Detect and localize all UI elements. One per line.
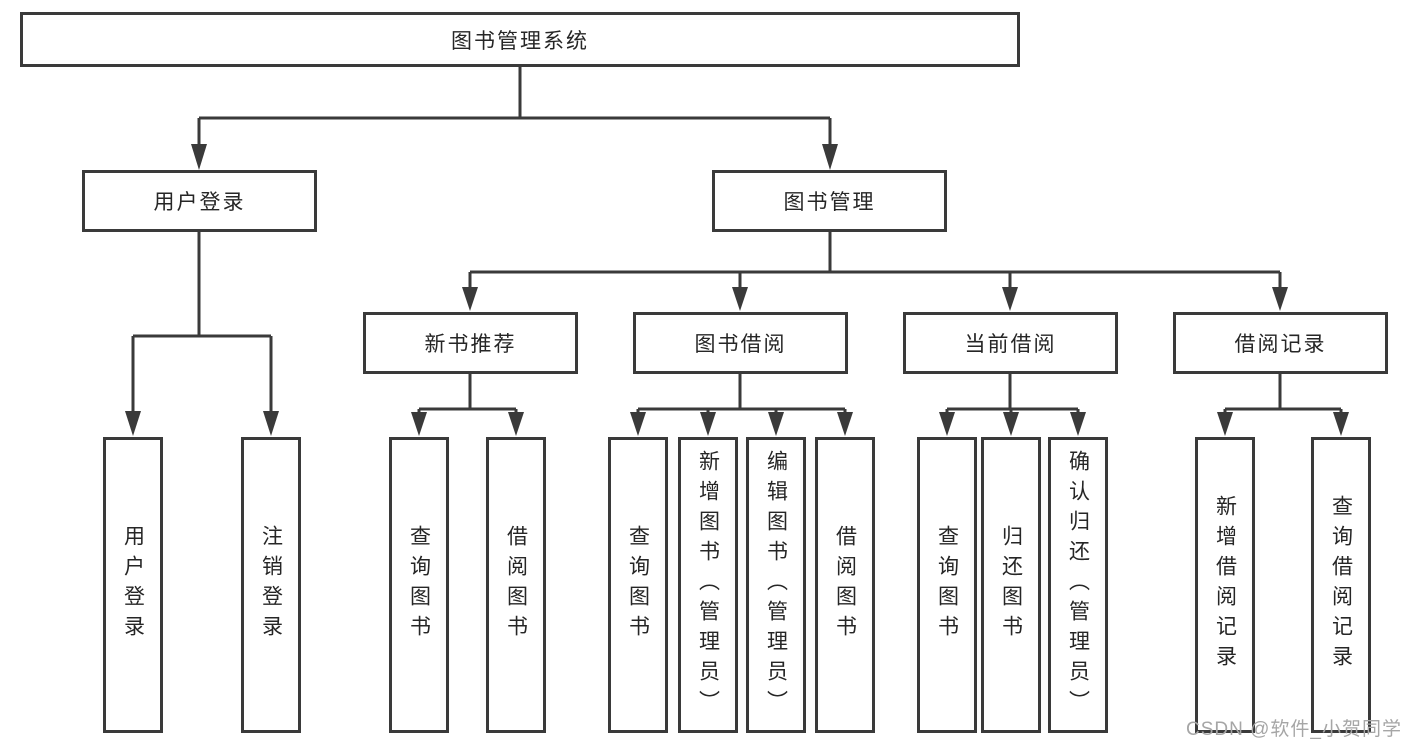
leaf-user-login: 用户登录: [103, 437, 163, 733]
node-current-borrowing-label: 当前借阅: [964, 333, 1057, 356]
leaf-add-borrow-record: 新增借阅记录: [1195, 437, 1255, 733]
leaf-recommend-borrow-books: 借阅图书: [486, 437, 546, 733]
leaf-add-borrow-record-label: 新增借阅记录: [1213, 495, 1237, 675]
leaf-recommend-borrow-books-label: 借阅图书: [504, 525, 528, 645]
node-current-borrowing: 当前借阅: [903, 312, 1118, 374]
leaf-logout-label: 注销登录: [259, 525, 283, 645]
leaf-logout: 注销登录: [241, 437, 301, 733]
leaf-confirm-return-admin-label: 确认归还（管理员）: [1066, 450, 1090, 720]
leaf-borrowing-borrow-books: 借阅图书: [815, 437, 875, 733]
leaf-query-borrow-record: 查询借阅记录: [1311, 437, 1371, 733]
node-new-book-recommend-label: 新书推荐: [424, 333, 517, 356]
node-new-book-recommend: 新书推荐: [363, 312, 578, 374]
leaf-add-books-admin-label: 新增图书（管理员）: [696, 450, 720, 720]
node-user-login-label: 用户登录: [153, 191, 246, 214]
leaf-edit-books-admin-label: 编辑图书（管理员）: [764, 450, 788, 720]
leaf-borrowing-query-books-label: 查询图书: [626, 525, 650, 645]
node-borrow-records: 借阅记录: [1173, 312, 1388, 374]
leaf-return-books: 归还图书: [981, 437, 1041, 733]
node-system-root: 图书管理系统: [20, 12, 1020, 67]
leaf-recommend-query-books: 查询图书: [389, 437, 449, 733]
leaf-borrowing-query-books: 查询图书: [608, 437, 668, 733]
node-book-management-label: 图书管理: [783, 191, 876, 214]
leaf-confirm-return-admin: 确认归还（管理员）: [1048, 437, 1108, 733]
leaf-current-query-books-label: 查询图书: [935, 525, 959, 645]
leaf-user-login-label: 用户登录: [121, 525, 145, 645]
leaf-return-books-label: 归还图书: [999, 525, 1023, 645]
node-user-login: 用户登录: [82, 170, 317, 232]
leaf-current-query-books: 查询图书: [917, 437, 977, 733]
leaf-borrowing-borrow-books-label: 借阅图书: [833, 525, 857, 645]
arrowheads: [125, 144, 1349, 436]
node-book-borrowing: 图书借阅: [633, 312, 848, 374]
node-book-borrowing-label: 图书借阅: [694, 333, 787, 356]
csdn-watermark: CSDN @软件_小贺同学: [1186, 719, 1402, 740]
node-system-root-label: 图书管理系统: [451, 29, 589, 53]
node-book-management: 图书管理: [712, 170, 947, 232]
leaf-add-books-admin: 新增图书（管理员）: [678, 437, 738, 733]
node-borrow-records-label: 借阅记录: [1234, 333, 1327, 356]
leaf-recommend-query-books-label: 查询图书: [407, 525, 431, 645]
leaf-query-borrow-record-label: 查询借阅记录: [1329, 495, 1353, 675]
leaf-edit-books-admin: 编辑图书（管理员）: [746, 437, 806, 733]
